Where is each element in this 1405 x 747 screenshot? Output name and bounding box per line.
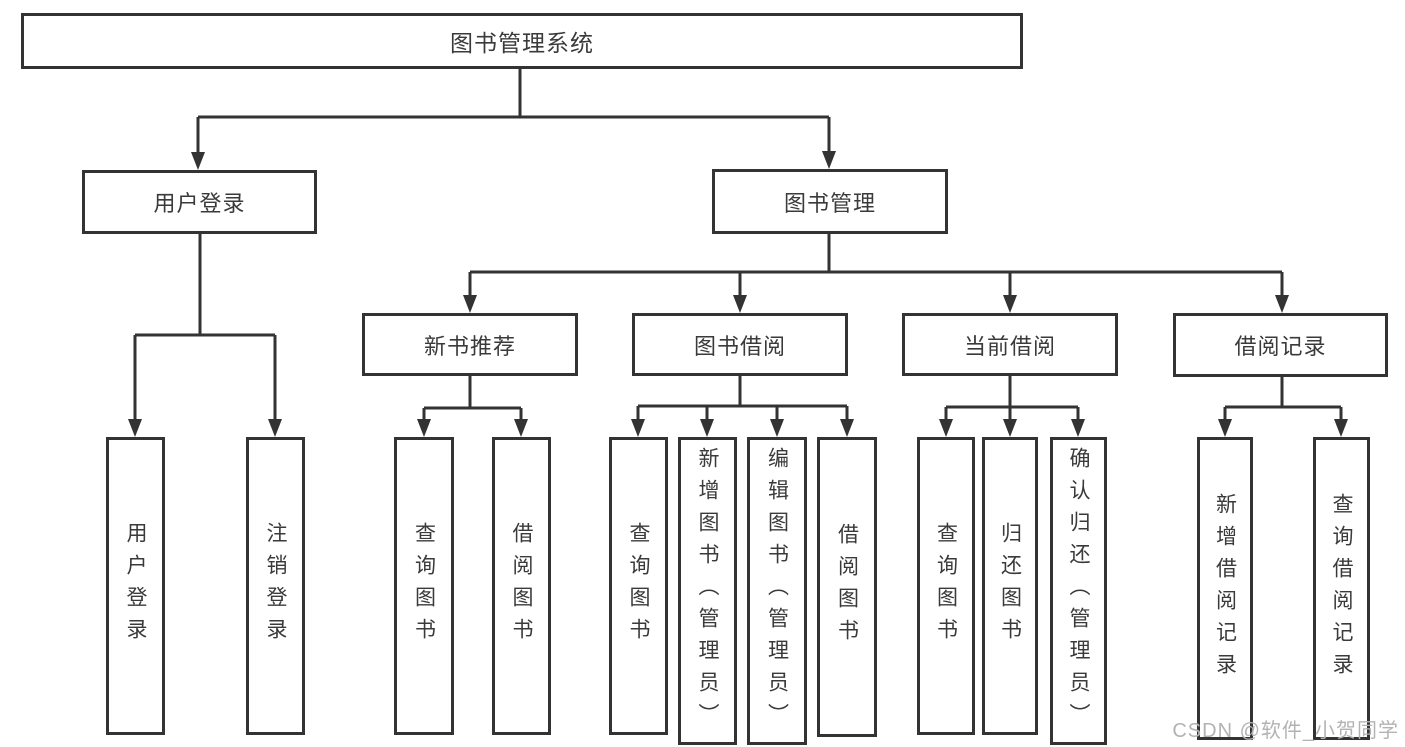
leaf-bb-add-books-admin-label: 新增图书（管理员） bbox=[696, 447, 719, 735]
node-current-borrow-label: 当前借阅 bbox=[963, 333, 1056, 359]
connector-path bbox=[133, 68, 1343, 419]
node-current-borrow: 当前借阅 bbox=[902, 313, 1118, 376]
leaf-nb-query-books-label: 查询图书 bbox=[412, 522, 436, 650]
node-book-management: 图书管理 bbox=[712, 169, 948, 234]
leaf-bb-edit-books-admin: 编辑图书（管理员） bbox=[747, 437, 807, 745]
node-book-borrow-label: 图书借阅 bbox=[693, 333, 786, 359]
leaf-bb-edit-books-admin-label: 编辑图书（管理员） bbox=[765, 447, 789, 735]
leaf-bb-add-books-admin: 新增图书（管理员） bbox=[678, 437, 737, 745]
leaf-logout-label: 注销登录 bbox=[264, 522, 287, 650]
leaf-bb-query-books-label: 查询图书 bbox=[627, 522, 650, 650]
leaf-br-query-record: 查询借阅记录 bbox=[1313, 437, 1370, 740]
leaf-logout: 注销登录 bbox=[246, 437, 305, 735]
arrowheads bbox=[128, 151, 1348, 437]
leaf-cb-query-books: 查询图书 bbox=[917, 437, 975, 735]
node-borrow-records: 借阅记录 bbox=[1173, 313, 1388, 377]
leaf-nb-borrow-books-label: 借阅图书 bbox=[510, 522, 533, 650]
leaf-bb-borrow-books-label: 借阅图书 bbox=[835, 523, 859, 651]
leaf-br-add-record: 新增借阅记录 bbox=[1197, 437, 1253, 740]
node-root-label: 图书管理系统 bbox=[450, 30, 594, 56]
leaf-br-query-record-label: 查询借阅记录 bbox=[1330, 492, 1353, 685]
node-user-login-label: 用户登录 bbox=[153, 191, 246, 216]
leaf-cb-confirm-return-admin: 确认归还（管理员） bbox=[1050, 437, 1107, 745]
leaf-cb-return-books: 归还图书 bbox=[982, 437, 1038, 735]
leaf-bb-borrow-books: 借阅图书 bbox=[817, 437, 877, 737]
leaf-cb-confirm-return-admin-label: 确认归还（管理员） bbox=[1067, 447, 1090, 735]
node-user-login: 用户登录 bbox=[82, 170, 317, 234]
node-book-borrow: 图书借阅 bbox=[632, 313, 848, 376]
leaf-br-add-record-label: 新增借阅记录 bbox=[1213, 492, 1237, 685]
node-root: 图书管理系统 bbox=[21, 13, 1023, 69]
leaf-nb-query-books: 查询图书 bbox=[394, 437, 454, 735]
leaf-user-login-label: 用户登录 bbox=[124, 522, 147, 650]
leaf-bb-query-books: 查询图书 bbox=[609, 437, 668, 735]
node-book-management-label: 图书管理 bbox=[783, 190, 876, 216]
leaf-user-login: 用户登录 bbox=[106, 437, 165, 735]
node-borrow-records-label: 借阅记录 bbox=[1234, 334, 1327, 359]
leaf-cb-return-books-label: 归还图书 bbox=[998, 522, 1022, 650]
leaf-nb-borrow-books: 借阅图书 bbox=[492, 437, 551, 735]
leaf-cb-query-books-label: 查询图书 bbox=[934, 522, 958, 650]
node-new-book-recommend-label: 新书推荐 bbox=[423, 333, 516, 359]
node-new-book-recommend: 新书推荐 bbox=[362, 313, 578, 376]
